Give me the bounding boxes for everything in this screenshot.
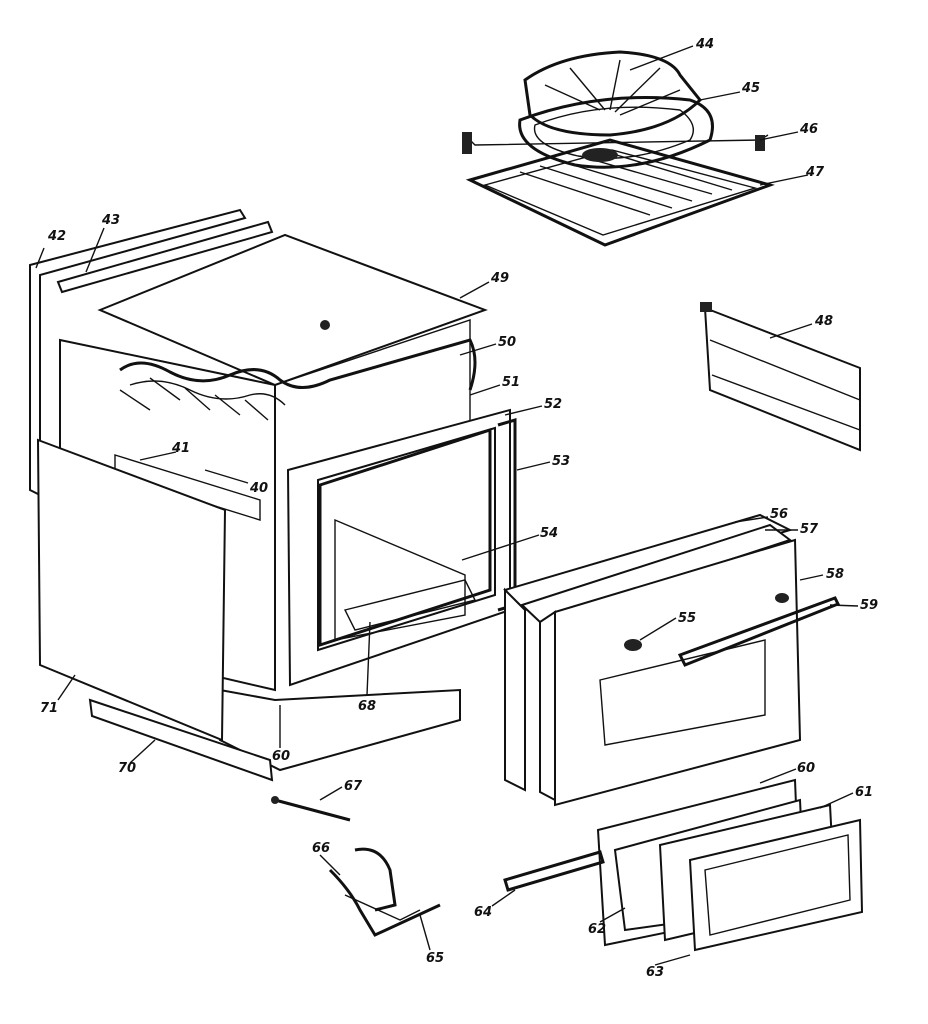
- label-50: 50: [498, 335, 516, 350]
- label-41: 41: [171, 441, 190, 456]
- label-48: 48: [814, 314, 833, 329]
- label-46: 46: [799, 122, 818, 137]
- label-45: 45: [741, 81, 760, 96]
- label-43: 43: [101, 213, 120, 228]
- oven-door: [503, 513, 841, 807]
- label-57: 57: [800, 522, 819, 537]
- drip-pan-assembly: [462, 50, 775, 247]
- label-67: 67: [344, 779, 363, 794]
- label-62: 62: [588, 922, 606, 937]
- part-labels: 40 41 42 43 44 45 46 47 48 49 50 51 52 5…: [40, 37, 878, 980]
- label-71: 71: [40, 701, 58, 716]
- label-56: 56: [770, 507, 788, 522]
- label-60-bottom: 60: [272, 749, 290, 764]
- label-70: 70: [118, 761, 136, 776]
- latch-assembly: [271, 796, 441, 937]
- label-65: 65: [426, 951, 444, 966]
- label-68: 68: [358, 699, 376, 714]
- label-61: 61: [855, 785, 873, 800]
- label-66: 66: [312, 841, 330, 856]
- label-40: 40: [249, 481, 268, 496]
- label-63: 63: [646, 965, 664, 980]
- label-49: 49: [490, 271, 509, 286]
- front-frame: [286, 408, 517, 687]
- bottom-trim: [88, 698, 274, 782]
- drawer-rail: [700, 302, 861, 452]
- back-panels: [29, 208, 274, 497]
- label-58: 58: [826, 567, 844, 582]
- side-panel: [36, 438, 227, 742]
- label-55: 55: [678, 611, 696, 626]
- window-assembly: [503, 778, 864, 952]
- label-64: 64: [474, 905, 492, 920]
- label-59: 59: [860, 598, 878, 613]
- label-44: 44: [695, 37, 714, 52]
- label-47: 47: [805, 165, 825, 180]
- label-51: 51: [502, 375, 520, 390]
- label-60-top: 60: [797, 761, 815, 776]
- label-52: 52: [544, 397, 562, 412]
- label-42: 42: [47, 229, 66, 244]
- label-53: 53: [552, 454, 570, 469]
- label-54: 54: [540, 526, 558, 541]
- leader-lines: [35, 45, 859, 966]
